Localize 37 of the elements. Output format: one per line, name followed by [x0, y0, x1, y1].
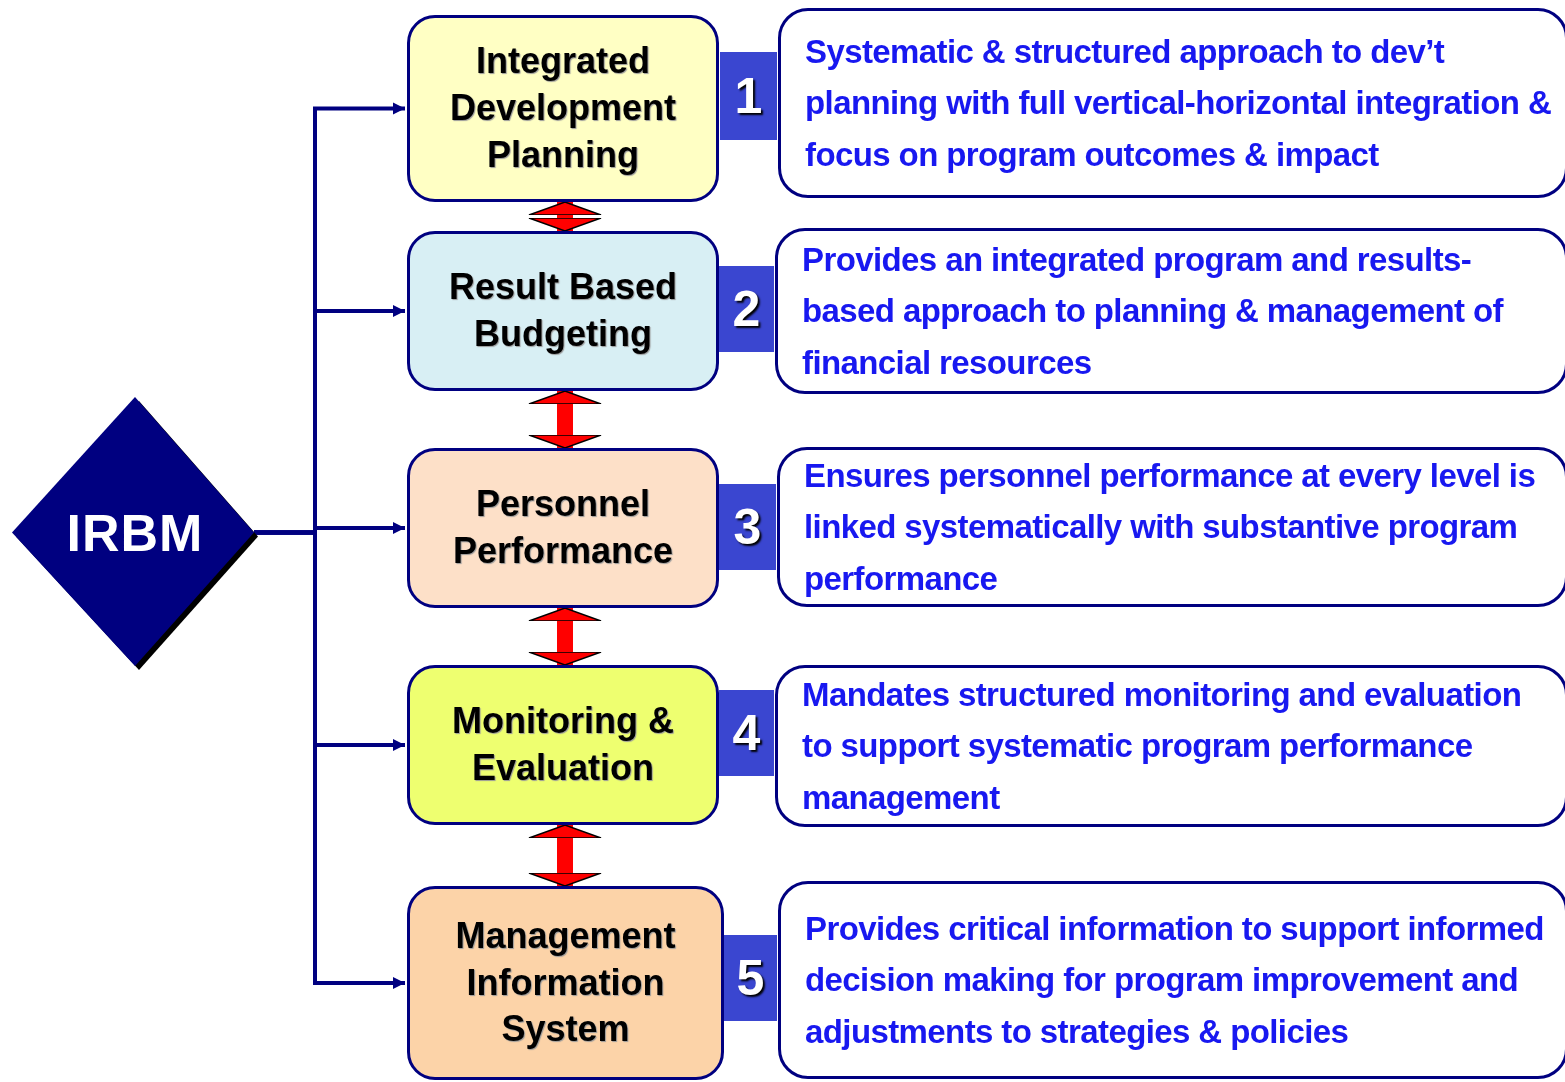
description-box [778, 8, 1565, 198]
number-square [719, 690, 774, 776]
description-box [775, 665, 1565, 827]
arrow [254, 530, 405, 989]
diamond-label: IRBM [66, 502, 204, 563]
description-text: Provides an integrated program and results-based approach to planning & management of financial resources [802, 240, 1505, 383]
box-label: Management Information System [454, 913, 677, 1052]
description-text: Systematic & structured approach to dev’t planning with full vertical-horizontal integration & focus on program outcomes & impact [805, 32, 1553, 175]
step-number: 2 [732, 280, 761, 338]
description-box [775, 228, 1565, 394]
process-box [407, 448, 719, 608]
double-arrow [528, 201, 602, 232]
process-box [407, 665, 719, 825]
description-box [778, 881, 1565, 1079]
process-box [407, 231, 719, 391]
double-arrow [528, 390, 602, 449]
number-square [719, 266, 774, 352]
description-box [777, 447, 1565, 607]
process-box [407, 886, 724, 1080]
description-text: Mandates structured monitoring and evaluation to support systematic program performance management [802, 675, 1523, 818]
process-box [407, 15, 719, 202]
double-arrow [528, 607, 602, 666]
decision-diamond [10, 395, 260, 670]
box-label: Integrated Development Planning [448, 39, 678, 177]
step-number: 5 [736, 949, 765, 1007]
number-square [724, 935, 777, 1021]
box-label: Personnel Performance [451, 482, 675, 573]
double-arrow [528, 824, 602, 887]
step-number: 1 [734, 67, 763, 125]
number-square [719, 484, 776, 570]
box-label: Result Based Budgeting [447, 265, 679, 356]
box-label: Monitoring & Evaluation [451, 699, 675, 790]
step-number: 3 [733, 498, 762, 556]
description-text: Ensures personnel performance at every level is linked systematically with substantive program performance [804, 456, 1537, 599]
number-square [720, 52, 777, 140]
description-text: Provides critical information to support informed decision making for program improvement and adjustments to strategies & policies [805, 909, 1545, 1052]
step-number: 4 [732, 704, 761, 762]
